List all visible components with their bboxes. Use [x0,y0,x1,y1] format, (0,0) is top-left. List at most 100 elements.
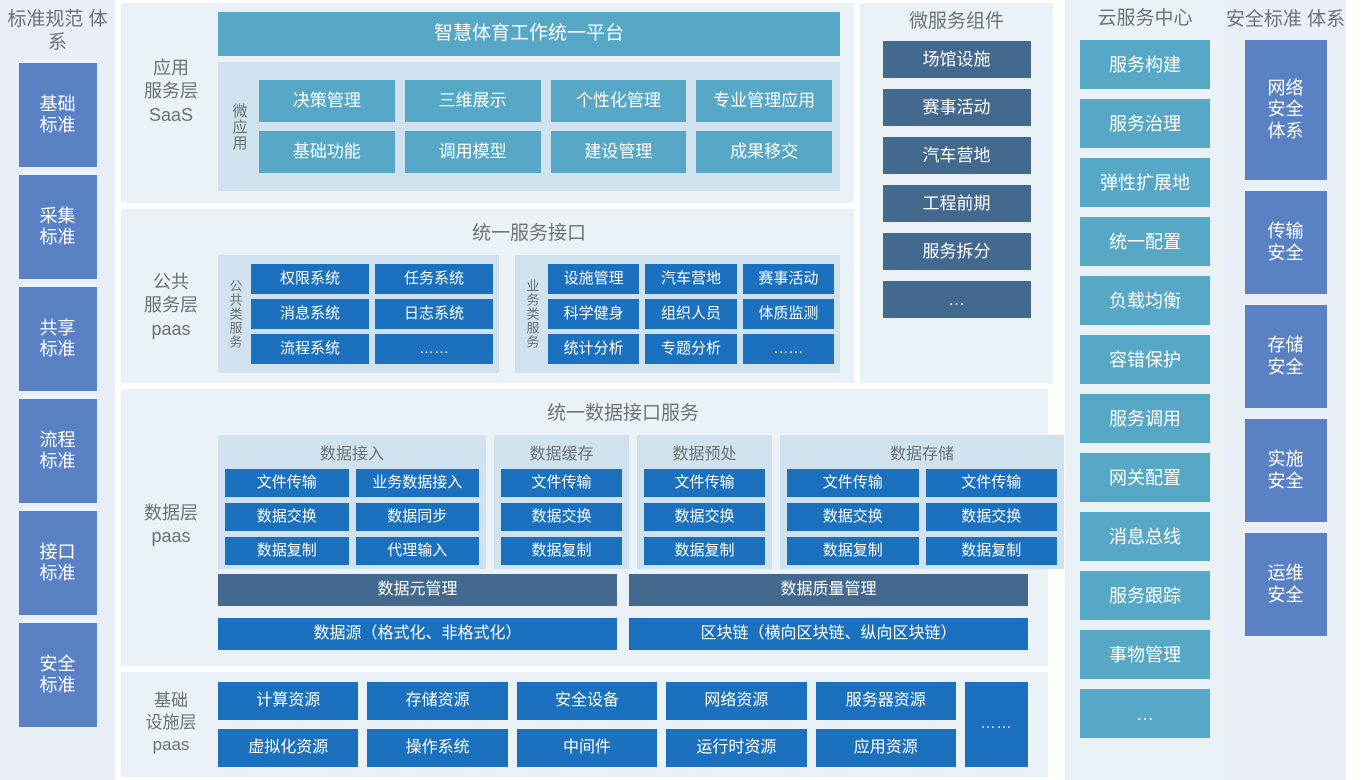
public-service-layer-label: 公共 服务层 paas [144,272,198,339]
micro-app-item-0[interactable]: 决策管理 [259,80,395,122]
public-service-group-0: 公共类服务权限系统任务系统消息系统日志系统流程系统…… [218,255,499,373]
data-item-2-1[interactable]: 数据交换 [644,503,765,531]
standards-item-3[interactable]: 流程 标准 [18,399,97,504]
micro-app-item-4[interactable]: 基础功能 [259,131,395,173]
infrastructure-item-1[interactable]: 存储资源 [367,682,508,720]
public-service-item-1-1[interactable]: 汽车营地 [645,264,737,294]
infrastructure-more-box[interactable]: …… [965,682,1028,767]
public-service-item-0-2[interactable]: 消息系统 [251,299,369,329]
micro-app-item-1[interactable]: 三维展示 [404,80,541,122]
microservice-item-5[interactable]: … [882,281,1031,319]
data-layer-groups: 数据接入文件传输业务数据接入数据交换数据同步数据复制代理输入数据缓存文件传输数据… [218,435,1064,569]
unified-platform-bar[interactable]: 智慧体育工作统一平台 [218,12,840,56]
public-service-item-1-6[interactable]: 统计分析 [548,334,640,364]
micro-app-grid: 决策管理三维展示个性化管理专业管理应用基础功能调用模型建设管理成果移交 [259,80,832,173]
micro-app-item-7[interactable]: 成果移交 [696,131,832,173]
micro-app-item-3[interactable]: 专业管理应用 [696,80,832,122]
data-item-3-3[interactable]: 数据交换 [925,503,1057,531]
data-item-3-0[interactable]: 文件传输 [787,469,919,497]
cloud-service-item-6[interactable]: 服务调用 [1080,394,1210,444]
public-service-item-1-4[interactable]: 组织人员 [645,299,737,329]
public-service-item-0-5[interactable]: …… [375,334,493,364]
data-item-3-2[interactable]: 数据交换 [787,503,919,531]
cloud-service-item-5[interactable]: 容错保护 [1080,335,1210,385]
data-item-0-1[interactable]: 业务数据接入 [355,469,479,497]
data-item-1-2[interactable]: 数据复制 [501,537,622,565]
cloud-service-item-7[interactable]: 网关配置 [1080,453,1210,503]
data-bar-left-0[interactable]: 数据元管理 [218,574,617,606]
unified-service-interface-title: 统一服务接口 [471,223,586,244]
data-item-2-0[interactable]: 文件传输 [644,469,765,497]
security-item-0[interactable]: 网络 安全 体系 [1244,40,1327,181]
cloud-service-item-11[interactable]: … [1080,689,1210,739]
data-layer-label: 数据层 paas [144,503,198,547]
public-service-item-1-7[interactable]: 专题分析 [645,334,737,364]
public-service-item-0-3[interactable]: 日志系统 [375,299,493,329]
security-item-4[interactable]: 运维 安全 [1244,533,1327,637]
infrastructure-area: 计算资源存储资源安全设备网络资源服务器资源虚拟化资源操作系统中间件运行时资源应用… [218,682,1028,767]
data-item-0-3[interactable]: 数据同步 [355,503,479,531]
infrastructure-item-2[interactable]: 安全设备 [516,682,658,720]
micro-app-item-5[interactable]: 调用模型 [404,131,541,173]
infrastructure-item-3[interactable]: 网络资源 [666,682,807,720]
microservice-item-4[interactable]: 服务拆分 [882,233,1031,271]
data-item-3-5[interactable]: 数据复制 [925,537,1057,565]
cloud-service-item-10[interactable]: 事物管理 [1080,630,1210,680]
public-service-item-0-1[interactable]: 任务系统 [375,264,493,294]
data-item-3-1[interactable]: 文件传输 [925,469,1057,497]
infrastructure-item-5[interactable]: 虚拟化资源 [218,729,359,767]
data-group-title-3: 数据存储 [889,446,954,463]
data-bar-left-1[interactable]: 数据源（格式化、非格式化） [218,618,617,650]
data-item-1-1[interactable]: 数据交换 [501,503,622,531]
infrastructure-item-0[interactable]: 计算资源 [218,682,359,720]
cloud-service-item-4[interactable]: 负载均衡 [1080,276,1210,326]
standards-item-5[interactable]: 安全 标准 [18,623,97,728]
micro-app-item-6[interactable]: 建设管理 [550,131,687,173]
standards-item-4[interactable]: 接口 标准 [18,511,97,616]
infrastructure-item-9[interactable]: 应用资源 [815,729,956,767]
infrastructure-item-8[interactable]: 运行时资源 [666,729,807,767]
public-service-item-1-2[interactable]: 赛事活动 [742,264,834,294]
microservice-item-1[interactable]: 赛事活动 [882,89,1031,127]
public-service-item-0-4[interactable]: 流程系统 [251,334,369,364]
public-service-item-1-5[interactable]: 体质监测 [742,299,834,329]
cloud-service-item-2[interactable]: 弹性扩展地 [1080,158,1210,208]
data-bar-right-1[interactable]: 区块链（横向区块链、纵向区块链） [629,618,1028,650]
data-item-2-2[interactable]: 数据复制 [644,537,765,565]
application-layer-label: 应用 服务层 SaaS [144,58,198,125]
cloud-service-item-1[interactable]: 服务治理 [1080,99,1210,149]
data-item-0-2[interactable]: 数据交换 [225,503,349,531]
microservice-item-2[interactable]: 汽车营地 [882,137,1031,175]
micro-app-item-2[interactable]: 个性化管理 [550,80,687,122]
cloud-service-item-8[interactable]: 消息总线 [1080,512,1210,562]
data-item-0-0[interactable]: 文件传输 [225,469,349,497]
standards-item-2[interactable]: 共享 标准 [18,287,97,392]
standards-item-0[interactable]: 基础 标准 [18,63,97,168]
infrastructure-layer-section: 基础 设施层 paas 计算资源存储资源安全设备网络资源服务器资源虚拟化资源操作… [121,672,1048,777]
data-item-0-5[interactable]: 代理输入 [355,537,479,565]
security-item-1[interactable]: 传输 安全 [1244,191,1327,295]
cloud-service-item-0[interactable]: 服务构建 [1080,40,1210,90]
security-item-2[interactable]: 存储 安全 [1244,305,1327,409]
public-service-item-1-0[interactable]: 设施管理 [548,264,640,294]
security-item-3[interactable]: 实施 安全 [1244,419,1327,523]
cloud-service-column-title: 云服务中心 [1097,8,1193,29]
infrastructure-item-6[interactable]: 操作系统 [367,729,508,767]
data-bar-right-0[interactable]: 数据质量管理 [629,574,1028,606]
standards-item-1[interactable]: 采集 标准 [18,175,97,280]
microservice-item-0[interactable]: 场馆设施 [882,41,1031,79]
public-service-group-1: 业务类服务设施管理汽车营地赛事活动科学健身组织人员体质监测统计分析专题分析…… [515,255,840,373]
data-item-3-4[interactable]: 数据复制 [787,537,919,565]
infrastructure-item-4[interactable]: 服务器资源 [815,682,956,720]
cloud-service-items: 服务构建服务治理弹性扩展地统一配置负载均衡容错保护服务调用网关配置消息总线服务跟… [1080,40,1210,748]
microservice-item-3[interactable]: 工程前期 [882,185,1031,223]
public-service-item-1-3[interactable]: 科学健身 [548,299,640,329]
infrastructure-item-7[interactable]: 中间件 [516,729,658,767]
public-service-item-0-0[interactable]: 权限系统 [251,264,369,294]
public-service-item-1-8[interactable]: …… [742,334,834,364]
cloud-service-item-3[interactable]: 统一配置 [1080,217,1210,267]
security-items: 网络 安全 体系传输 安全存储 安全实施 安全运维 安全 [1244,40,1327,647]
data-item-1-0[interactable]: 文件传输 [501,469,622,497]
data-item-0-4[interactable]: 数据复制 [225,537,349,565]
cloud-service-item-9[interactable]: 服务跟踪 [1080,571,1210,621]
